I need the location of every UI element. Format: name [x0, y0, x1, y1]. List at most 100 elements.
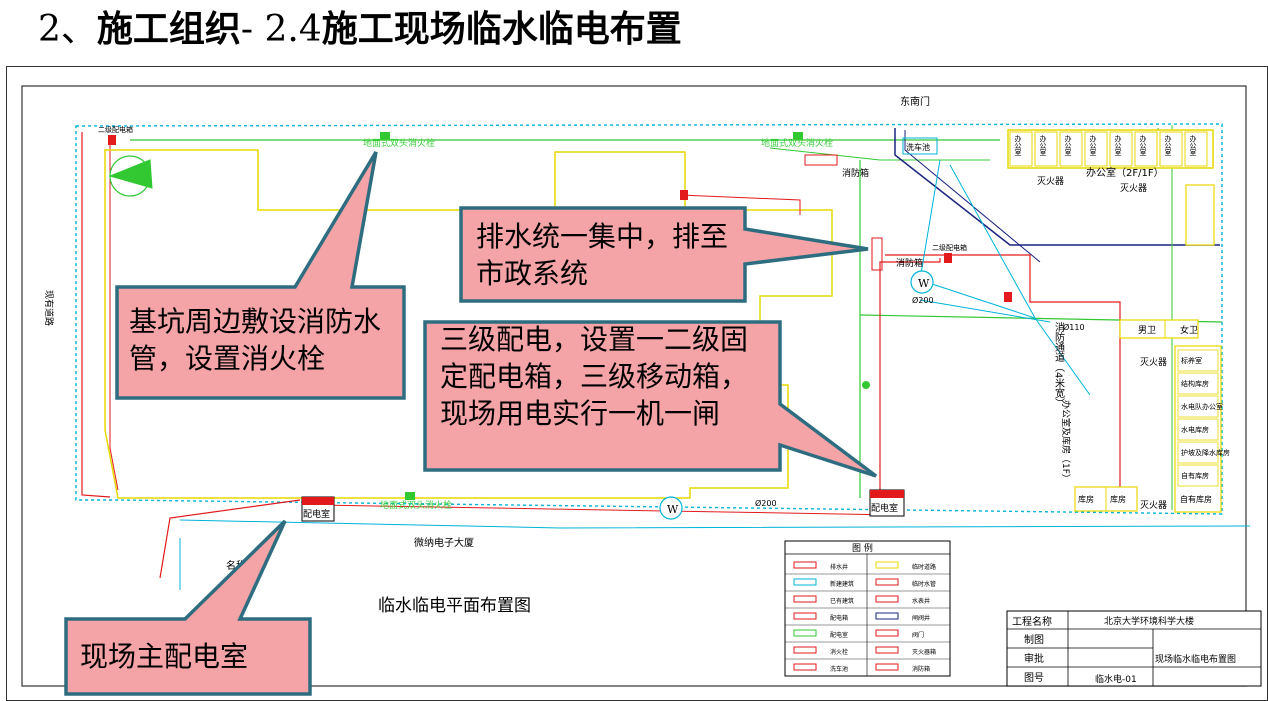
office-unit-label: 办公室	[1064, 134, 1072, 156]
office-unit	[1059, 131, 1083, 167]
svg-text:配电室: 配电室	[871, 502, 898, 514]
office-unit-label: 办公室	[1014, 134, 1022, 156]
office-block: 办公室办公室办公室办公室办公室办公室办公室办公室 办公室（2F/1F）	[1007, 129, 1214, 179]
legend-item-label: 排水井	[830, 563, 848, 571]
legend-symbol	[875, 612, 899, 620]
title-separator: -	[240, 9, 265, 50]
toilet-female-label: 女卫	[1180, 324, 1198, 336]
callout-power-shape	[423, 320, 878, 478]
east-room-label: 标养室	[1181, 356, 1202, 365]
office-unit	[1109, 131, 1133, 167]
legend-symbol	[793, 646, 817, 654]
fire-box-label: 消防箱	[896, 257, 923, 269]
east-hut	[1185, 184, 1215, 246]
drawing-title: 临水临电平面布置图	[378, 596, 531, 616]
callout-fire-text: 基坑周边敷设消防水管，设置消火栓	[129, 305, 382, 375]
legend-item-label: 新建建筑	[830, 580, 854, 588]
sec-box-label: 二级配电箱	[932, 243, 967, 252]
hydrant-label-s: 地面式双头消火栓	[380, 499, 452, 511]
office-units: 办公室办公室办公室办公室办公室办公室办公室办公室	[1009, 131, 1208, 167]
legend-item-label: 灭火器箱	[912, 648, 936, 656]
office-unit-label: 办公室	[1039, 134, 1047, 156]
tb-approve-label: 审批	[1024, 652, 1044, 665]
legend-symbol	[875, 663, 899, 671]
extinguisher-label: 灭火器	[1120, 183, 1147, 194]
extinguisher-label: 灭火器	[1140, 357, 1167, 368]
drain-pipes	[919, 159, 1091, 396]
gate-label: 东南门	[900, 95, 930, 108]
power-room-west: 配电室	[301, 496, 335, 522]
east-room-label: 水电库房	[1181, 425, 1209, 434]
legend-symbol	[793, 612, 817, 620]
legend-item-label: 消火栓	[830, 648, 848, 656]
title-subsection: 施工现场临水临电布置	[321, 9, 682, 50]
legend-symbol	[793, 629, 817, 637]
east-room-label: 自有库房	[1181, 471, 1209, 480]
legend-item-label: 水表井	[912, 597, 930, 605]
storehouse-label: 库房	[1078, 494, 1094, 504]
water-meter-icon: W	[659, 496, 683, 520]
legend-symbol	[793, 663, 817, 671]
legend-item-label: 阀门	[912, 631, 924, 639]
power-line-center	[879, 258, 941, 492]
callout-main-text: 现场主配电室	[80, 640, 249, 673]
legend: 图 例 排水井临时道路新建建筑临时水管已有建筑水表井配电箱闸阀井配电室阀门消火栓…	[784, 540, 951, 677]
legend-symbol	[793, 578, 817, 586]
south-building-label: 微纳电子大厦	[414, 536, 474, 549]
callout-power-text: 三级配电，设置一二级固定配电箱，三级移动箱，现场用电实行一机一闸	[440, 323, 749, 430]
office-unit	[1134, 131, 1158, 167]
callout-drain-shape	[459, 206, 869, 303]
east-room	[1177, 395, 1219, 418]
legend-item-label: 配电箱	[830, 614, 848, 622]
tb-sheet-title: 现场临水临电布置图	[1155, 653, 1236, 665]
drawing-border	[21, 85, 1247, 687]
power-south	[317, 504, 901, 516]
east-room-label: 水电队办公室	[1181, 402, 1223, 411]
car-wash-label: 洗车池	[906, 142, 930, 152]
east-room	[1177, 372, 1219, 395]
water-main-south	[179, 519, 1251, 529]
hydrant-icon	[380, 132, 870, 500]
tb-drawn-label: 制图	[1024, 633, 1044, 646]
office-unit	[1009, 131, 1033, 167]
office-unit	[1184, 131, 1208, 167]
temp-road	[894, 128, 1220, 246]
distribution-box-icon	[108, 135, 116, 145]
legend-symbol	[875, 629, 899, 637]
distribution-box-icon	[680, 190, 688, 200]
legend-item-label: 消防箱	[912, 665, 930, 673]
legend-symbol	[793, 595, 817, 603]
east-room-label: 结构库房	[1181, 379, 1209, 388]
office-label: 办公室（2F/1F）	[1086, 166, 1164, 179]
power-room-east: 配电室	[869, 489, 905, 517]
east-room	[1177, 418, 1219, 441]
svg-text:W: W	[667, 503, 679, 516]
power-line-north	[679, 194, 801, 215]
temp-road-inner	[904, 130, 1041, 263]
title-sub-number: 2.4	[264, 9, 322, 50]
pipe-size-label: Ø110	[1063, 322, 1085, 332]
legend-symbol	[875, 578, 899, 586]
office-unit	[1034, 131, 1058, 167]
car-wash-icon	[902, 137, 938, 155]
office-unit-label: 办公室	[1164, 134, 1172, 156]
east-room-label: 护坡及降水库房	[1181, 448, 1230, 457]
callout-drain-text: 排水统一集中，排至市政系统	[476, 220, 729, 290]
title-section: 施工组织	[96, 9, 241, 50]
office-unit-label: 办公室	[1189, 134, 1197, 156]
legend-item-label: 闸阀井	[912, 614, 930, 622]
hydrant-label-n: 地面式双头消火栓	[363, 137, 435, 149]
fire-box-icon	[871, 237, 883, 271]
power-line-inner	[109, 140, 119, 491]
extinguisher-label: 灭火器	[1140, 500, 1167, 511]
power-line-west	[81, 132, 111, 498]
toilet-male-label: 男卫	[1138, 325, 1156, 336]
existing-road-label: 现有道路	[43, 290, 55, 326]
title-number: 2、	[38, 9, 97, 50]
hydrant-label-ne: 地面式双头消火栓	[761, 137, 833, 149]
east-room	[1177, 349, 1219, 372]
legend-title: 图 例	[852, 542, 873, 554]
legend-symbol	[875, 595, 899, 603]
